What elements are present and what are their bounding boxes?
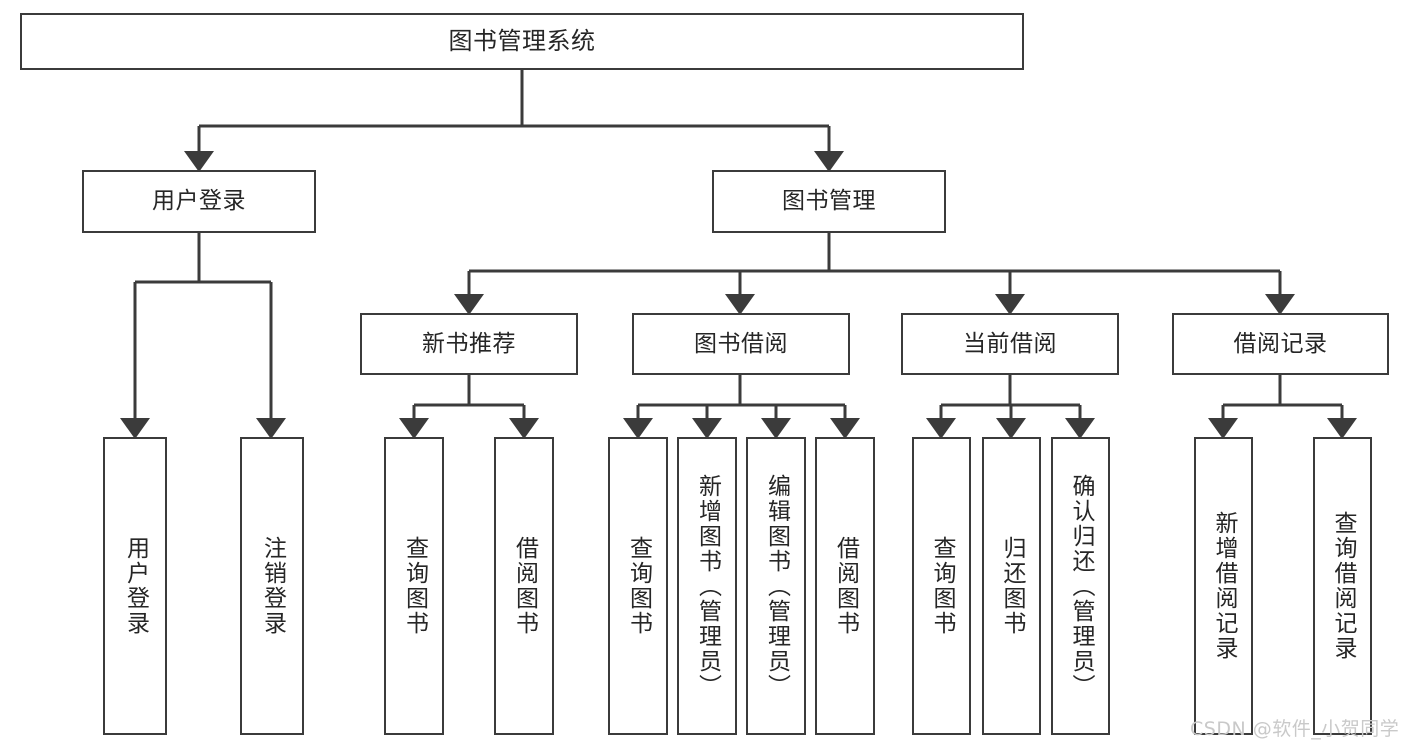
leaf-logout-login-label: 注销登录 — [259, 536, 286, 636]
leaf-current-query-book-label: 查询图书 — [929, 536, 955, 636]
leaf-current-return-book-label: 归还图书 — [999, 536, 1025, 636]
leaf-record-query-record-label: 查询借阅记录 — [1330, 511, 1356, 661]
leaf-user-login[interactable]: 用户登录 — [103, 437, 167, 735]
node-user-login[interactable]: 用户登录 — [82, 170, 316, 233]
leaf-recommend-query-book-label: 查询图书 — [401, 536, 428, 636]
node-book-management[interactable]: 图书管理 — [712, 170, 946, 233]
leaf-recommend-borrow-book[interactable]: 借阅图书 — [494, 437, 554, 735]
leaf-record-query-record[interactable]: 查询借阅记录 — [1313, 437, 1372, 735]
leaf-borrow-query-book-label: 查询图书 — [625, 536, 652, 636]
leaf-recommend-query-book[interactable]: 查询图书 — [384, 437, 444, 735]
node-book-management-label: 图书管理 — [782, 188, 876, 215]
leaf-logout-login[interactable]: 注销登录 — [240, 437, 304, 735]
leaf-record-add-record[interactable]: 新增借阅记录 — [1194, 437, 1253, 735]
node-new-book-recommend[interactable]: 新书推荐 — [360, 313, 578, 375]
leaf-current-query-book[interactable]: 查询图书 — [912, 437, 971, 735]
node-user-login-label: 用户登录 — [152, 188, 246, 215]
leaf-record-add-record-label: 新增借阅记录 — [1211, 511, 1237, 661]
leaf-borrow-edit-book-admin-label: 编辑图书（管理员） — [763, 473, 790, 699]
node-book-borrow-label: 图书借阅 — [694, 330, 788, 357]
node-current-borrow-label: 当前借阅 — [963, 330, 1057, 357]
leaf-borrow-edit-book-admin[interactable]: 编辑图书（管理员） — [746, 437, 806, 735]
node-book-borrow[interactable]: 图书借阅 — [632, 313, 850, 375]
leaf-borrow-borrow-book-label: 借阅图书 — [832, 536, 859, 636]
leaf-borrow-query-book[interactable]: 查询图书 — [608, 437, 668, 735]
leaf-borrow-borrow-book[interactable]: 借阅图书 — [815, 437, 875, 735]
csdn-watermark: CSDN @软件_小贺同学 — [1190, 718, 1400, 740]
leaf-current-return-book[interactable]: 归还图书 — [982, 437, 1041, 735]
leaf-current-confirm-return-admin[interactable]: 确认归还（管理员） — [1051, 437, 1110, 735]
leaf-recommend-borrow-book-label: 借阅图书 — [511, 536, 538, 636]
leaf-user-login-label: 用户登录 — [122, 536, 149, 636]
leaf-borrow-add-book-admin[interactable]: 新增图书（管理员） — [677, 437, 737, 735]
leaf-borrow-add-book-admin-label: 新增图书（管理员） — [694, 473, 721, 699]
node-current-borrow[interactable]: 当前借阅 — [901, 313, 1119, 375]
leaf-current-confirm-return-admin-label: 确认归还（管理员） — [1068, 473, 1094, 699]
node-root-system-label: 图书管理系统 — [448, 26, 596, 55]
node-borrow-record-label: 借阅记录 — [1233, 330, 1328, 357]
node-new-book-recommend-label: 新书推荐 — [422, 330, 516, 357]
node-root-system[interactable]: 图书管理系统 — [20, 13, 1024, 70]
node-borrow-record[interactable]: 借阅记录 — [1172, 313, 1389, 375]
